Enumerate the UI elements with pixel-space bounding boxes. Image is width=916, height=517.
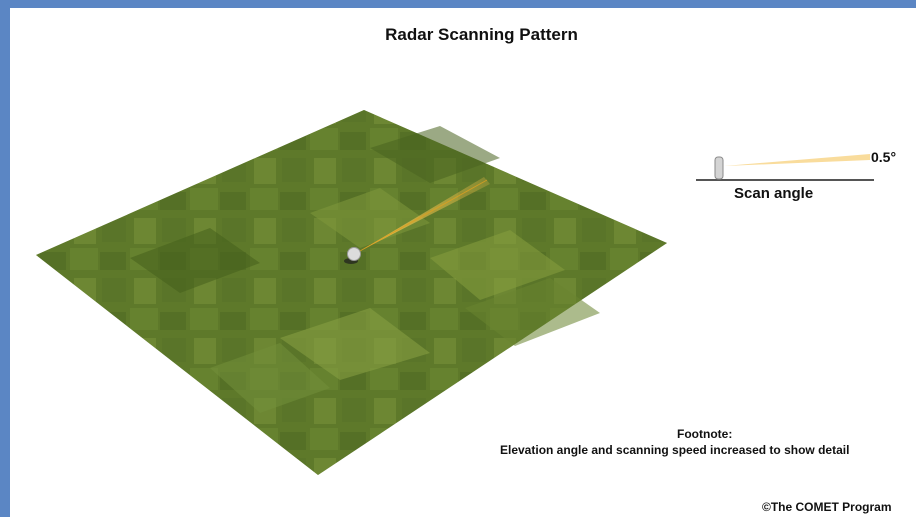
field-patches — [130, 126, 600, 413]
copyright-notice: ©The COMET Program — [762, 500, 892, 514]
footnote-title: Footnote: — [677, 427, 733, 441]
scan-angle-beam — [724, 154, 870, 166]
scan-angle-inset — [696, 154, 874, 181]
diagram-title: Radar Scanning Pattern — [385, 25, 578, 44]
diagram-frame: Radar Scanning Pattern 0.5° Scan angle F… — [10, 8, 916, 517]
footnote-text: Elevation angle and scanning speed incre… — [500, 443, 850, 457]
radar-tower-icon — [714, 156, 724, 180]
radar-dome-icon — [347, 247, 361, 261]
field-pattern — [36, 110, 667, 475]
scan-angle-value: 0.5° — [871, 149, 897, 165]
scan-angle-label: Scan angle — [734, 185, 814, 202]
radar-scene — [36, 110, 874, 475]
